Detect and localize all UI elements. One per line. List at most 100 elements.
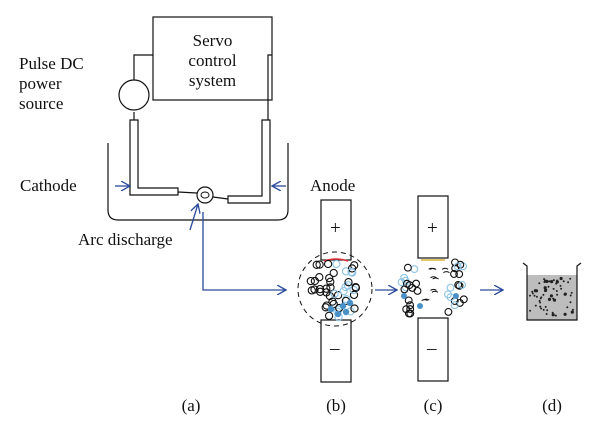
- panel-b-particle: [315, 273, 324, 282]
- panel-c-vapor-stroke: [443, 271, 450, 274]
- panel-b-plus-sign: +: [330, 218, 341, 239]
- panel-d-nanoparticle: [533, 294, 536, 297]
- panel-d-nanoparticle: [572, 308, 574, 311]
- panel-c-particle: [451, 264, 460, 273]
- panel-c-vapor-stroke: [441, 267, 449, 270]
- panel-b-particle: [330, 289, 339, 298]
- panel-b-particle: [323, 259, 333, 269]
- panel-d-nanoparticle: [569, 294, 572, 297]
- panel-c-vapor-stroke: [429, 267, 437, 270]
- pulse-dc-power-source-icon: [118, 79, 150, 111]
- panel-d-nanoparticle: [538, 299, 541, 302]
- panel-d-nanoparticle: [544, 305, 547, 308]
- panel-d-nanoparticle: [539, 301, 542, 304]
- panel-d-nanoparticle: [570, 310, 574, 314]
- panel-d-dots: [529, 276, 574, 317]
- panel-c-particle: [404, 309, 413, 318]
- panel-c-blue-particle: [401, 293, 407, 299]
- servo-control-box: [152, 16, 273, 101]
- panel-c-particle: [450, 301, 459, 310]
- panel-b-particle: [316, 287, 325, 296]
- servo-label-line1: Servo: [192, 31, 233, 50]
- panel-b-particle: [341, 282, 350, 292]
- panel-c-electrodes: [417, 195, 449, 382]
- panel-d-nanoparticle: [562, 280, 565, 283]
- panel-d-nanoparticle: [542, 293, 545, 296]
- panel-d-nanoparticle: [563, 312, 567, 316]
- panel-d-nanoparticle: [545, 288, 548, 291]
- panel-d-nanoparticle: [551, 313, 555, 317]
- panel-c-particle: [402, 279, 411, 288]
- panel-b-blue-particle: [339, 302, 347, 310]
- panel-c-vapor-stroke: [423, 298, 430, 301]
- panel-b-particle: [326, 283, 335, 292]
- panel-b-blue-particle: [334, 310, 342, 318]
- panel-b-particle: [326, 277, 335, 286]
- panel-c-particle: [453, 262, 462, 271]
- panel-b-minus-sign: –: [330, 338, 340, 359]
- power-label-line3: source: [19, 94, 64, 114]
- panel-d-nanoparticle: [543, 281, 546, 283]
- panel-b-particle: [344, 278, 353, 287]
- panel-d-nanoparticle: [538, 282, 541, 285]
- panel-b-particle: [351, 283, 361, 292]
- panel-c-particle: [402, 305, 411, 314]
- panel-b-particle: [339, 286, 348, 296]
- anode-electrode: [227, 119, 271, 204]
- panel-c-particle: [444, 307, 453, 316]
- panel-c-particle: [454, 280, 463, 289]
- panel-b-blue-particle: [346, 299, 354, 307]
- panel-c-particle: [455, 270, 464, 279]
- panel-c-particle: [397, 278, 406, 287]
- panel-d-nanoparticle: [563, 293, 566, 296]
- panel-c-vapor-stroke: [432, 277, 439, 280]
- anode-label: Anode: [310, 176, 356, 195]
- panel-b-particle: [350, 304, 359, 313]
- panel-d-nanoparticle: [555, 290, 558, 292]
- panel-d-nanoparticle: [551, 311, 554, 314]
- panel-b-label: (b): [326, 396, 346, 415]
- panel-c-particle: [412, 279, 421, 288]
- panel-d-nanoparticle: [569, 277, 572, 280]
- power-label-line2: power: [19, 74, 62, 94]
- panel-c-particle: [458, 280, 467, 289]
- panel-d-nanoparticle: [547, 297, 552, 301]
- panel-d-nanoparticle: [556, 279, 559, 282]
- panel-d-nanoparticle: [545, 313, 548, 315]
- panel-c-vapor-stroke: [430, 276, 437, 279]
- panel-d-nanoparticle: [552, 279, 555, 282]
- panel-c-particle: [404, 296, 413, 305]
- panel-c-blue-particle: [417, 303, 423, 309]
- panel-d-nanoparticle: [540, 296, 543, 299]
- panel-d-nanoparticle: [548, 280, 551, 283]
- servo-label-line3: system: [188, 71, 237, 91]
- panel-b-blue-particle: [342, 308, 350, 316]
- panel-c-vapor-stroke: [430, 288, 437, 291]
- panel-b-blue-particle: [327, 305, 335, 313]
- panel-c-particles: [397, 258, 468, 318]
- panel-d-nanoparticle: [546, 309, 549, 312]
- panel-b-particle: [315, 284, 325, 294]
- discharge-vessel: [107, 143, 289, 221]
- panel-d-nanoparticle: [550, 280, 554, 284]
- panel-d-nanoparticle: [547, 285, 550, 288]
- panel-d-nanoparticle: [534, 304, 537, 307]
- panel-d-nanoparticle: [534, 289, 539, 293]
- arc-gap-icon: [177, 186, 229, 204]
- panel-b-particle: [324, 311, 334, 320]
- panel-d-nanoparticle: [556, 293, 559, 296]
- cathode-electrode: [129, 119, 179, 196]
- panel-b-particle: [306, 276, 315, 286]
- panel-c-plus-sign: +: [427, 218, 438, 239]
- panel-d-nanoparticle: [549, 294, 554, 298]
- panel-d-nanoparticle: [535, 295, 538, 298]
- panel-c-label: (c): [423, 396, 443, 415]
- panel-d-nanoparticle: [567, 281, 570, 284]
- panel-d-nanoparticle: [569, 301, 572, 304]
- panel-c-blue-particle: [453, 293, 459, 299]
- servo-label-line2: control: [188, 51, 237, 71]
- panel-b-particle: [347, 267, 356, 277]
- panel-d-nanoparticle: [560, 287, 563, 290]
- panel-b-particle: [349, 285, 358, 294]
